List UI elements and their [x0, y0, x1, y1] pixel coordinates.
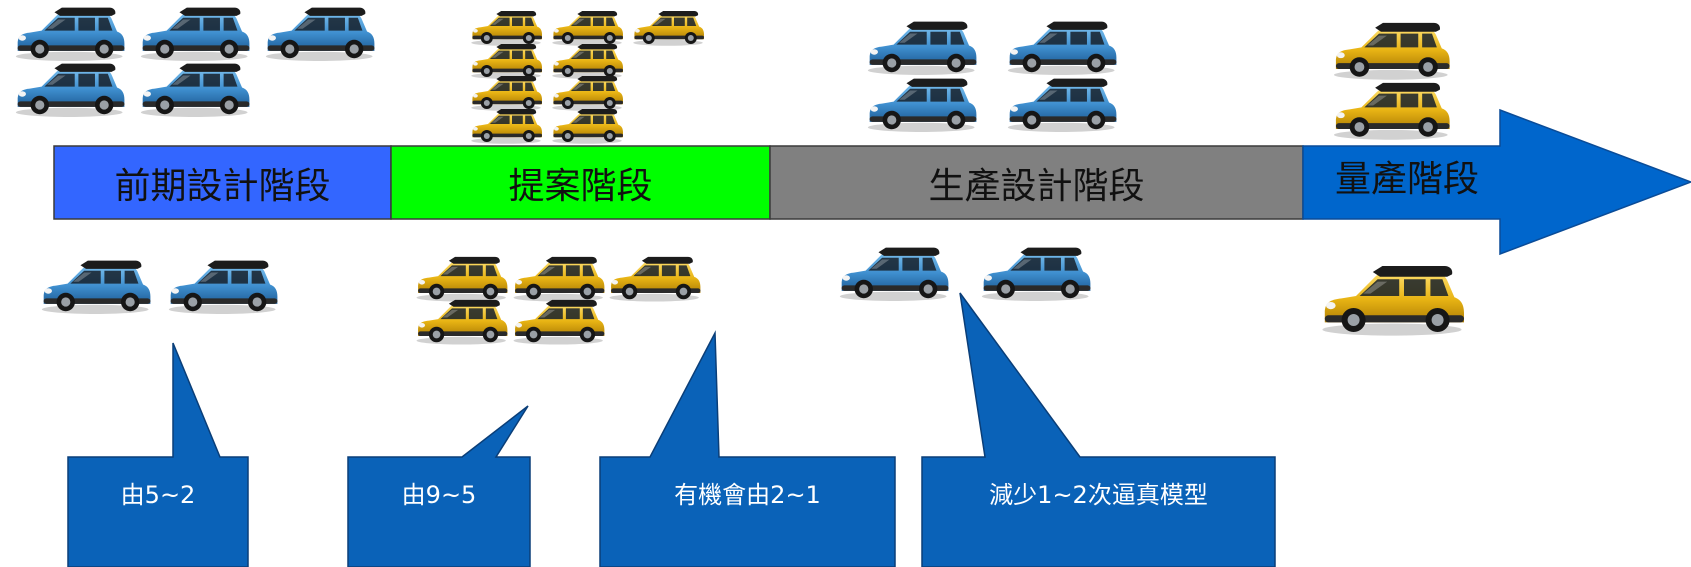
yellow-car-icon: [552, 109, 623, 144]
yellow-car-icon: [552, 44, 623, 79]
blue-car-icon: [265, 7, 375, 61]
stage-bar-predesign: [53, 145, 392, 220]
yellow-car-icon: [471, 11, 542, 46]
blue-car-icon: [168, 260, 278, 314]
yellow-car-icon: [1333, 22, 1450, 80]
stage-arrow-mass-production: [1302, 108, 1691, 256]
yellow-car-icon: [471, 44, 542, 79]
callout-bubble-3: [599, 330, 896, 567]
yellow-car-icon: [513, 299, 605, 345]
blue-car-icon: [981, 247, 1091, 301]
yellow-car-icon: [633, 11, 704, 46]
callout-bubble-1: [67, 342, 249, 567]
yellow-car-icon: [471, 76, 542, 111]
blue-car-icon: [1007, 78, 1117, 132]
blue-car-icon: [867, 21, 977, 75]
blue-car-icon: [867, 78, 977, 132]
yellow-car-icon: [471, 109, 542, 144]
yellow-car-icon: [609, 256, 701, 302]
blue-car-icon: [41, 260, 151, 314]
stage-bar-proposal: [390, 145, 771, 220]
yellow-car-icon: [416, 256, 508, 302]
yellow-car-icon: [552, 76, 623, 111]
yellow-car-icon: [416, 299, 508, 345]
yellow-car-icon: [1333, 82, 1450, 140]
stage-bar-production-design: [769, 145, 1304, 220]
yellow-car-icon: [1322, 266, 1464, 336]
blue-car-icon: [15, 63, 125, 117]
blue-car-icon: [140, 63, 250, 117]
yellow-car-icon: [513, 256, 605, 302]
blue-car-icon: [140, 7, 250, 61]
callout-bubble-4: [921, 292, 1276, 567]
callout-bubble-2: [347, 405, 531, 567]
yellow-car-icon: [552, 11, 623, 46]
blue-car-icon: [1007, 21, 1117, 75]
blue-car-icon: [15, 7, 125, 61]
blue-car-icon: [839, 247, 949, 301]
